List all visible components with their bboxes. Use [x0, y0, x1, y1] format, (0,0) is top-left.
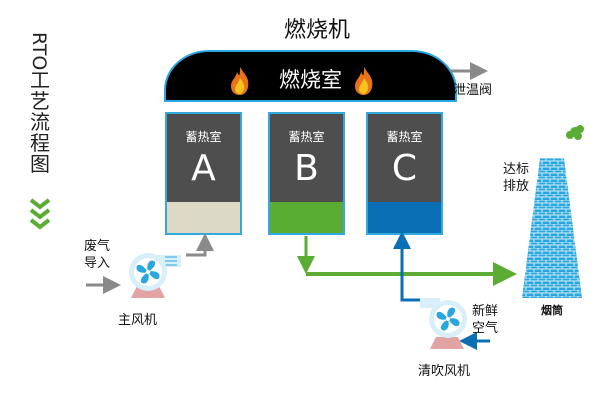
combustion-chamber-label: 燃烧室: [279, 68, 342, 92]
chevron-down-icon: [29, 198, 51, 230]
regenerator-letter: A: [191, 148, 216, 189]
regenerator-letter: B: [294, 148, 319, 189]
regenerator-b: 蓄热室 B: [268, 112, 345, 235]
relief-valve-label: 泄温阀: [453, 83, 493, 98]
regenerator-media: [270, 202, 343, 233]
fresh-air-line: 空气: [472, 321, 499, 336]
regenerator-letter: C: [391, 148, 418, 189]
side-title-char: 程: [30, 131, 50, 156]
fresh-air-line: 新鲜: [472, 304, 499, 319]
purge-up-arrow: [393, 231, 436, 302]
flame-icon: [231, 67, 249, 95]
main-fan-icon: [129, 253, 181, 298]
side-title-latin: RTO: [28, 32, 50, 71]
regenerator-media: [167, 202, 240, 233]
discharge-line: 排放: [503, 179, 530, 194]
regenerator-label: 蓄热室: [185, 130, 222, 144]
regenerator-c: 蓄热室 C: [366, 112, 443, 235]
chimney-label: 烟筒: [541, 304, 563, 317]
combustion-chamber: 燃烧室: [164, 50, 457, 102]
side-title: RTO 工 艺 流 程 图: [28, 32, 52, 175]
main-fan-label: 主风机: [118, 313, 158, 328]
side-title-char: 流: [30, 110, 50, 135]
side-title-char: 艺: [30, 89, 50, 114]
fan-outlet-arrow: [186, 233, 214, 257]
exhaust-inlet-line: 废气: [84, 239, 111, 254]
regenerator-a: 蓄热室 A: [165, 112, 242, 235]
purge-fan-icon: [420, 298, 467, 349]
side-title-char: 图: [30, 152, 50, 177]
burner-title: 燃烧机: [283, 18, 350, 43]
exhaust-inlet-line: 导入: [84, 256, 111, 271]
discharge-label: 达标 排放: [503, 161, 535, 195]
exhaust-inlet-label: 废气 导入: [84, 238, 114, 272]
purge-fan-label: 清吹风机: [418, 364, 471, 379]
fresh-air-label: 新鲜 空气: [472, 303, 502, 337]
regenerator-label: 蓄热室: [288, 130, 325, 144]
flame-icon: [355, 67, 373, 95]
regenerator-media: [368, 202, 441, 233]
discharge-line: 达标: [503, 162, 530, 177]
regenerator-label: 蓄热室: [386, 130, 423, 144]
side-title-char: 工: [30, 68, 50, 93]
chimney-icon: [522, 125, 584, 298]
